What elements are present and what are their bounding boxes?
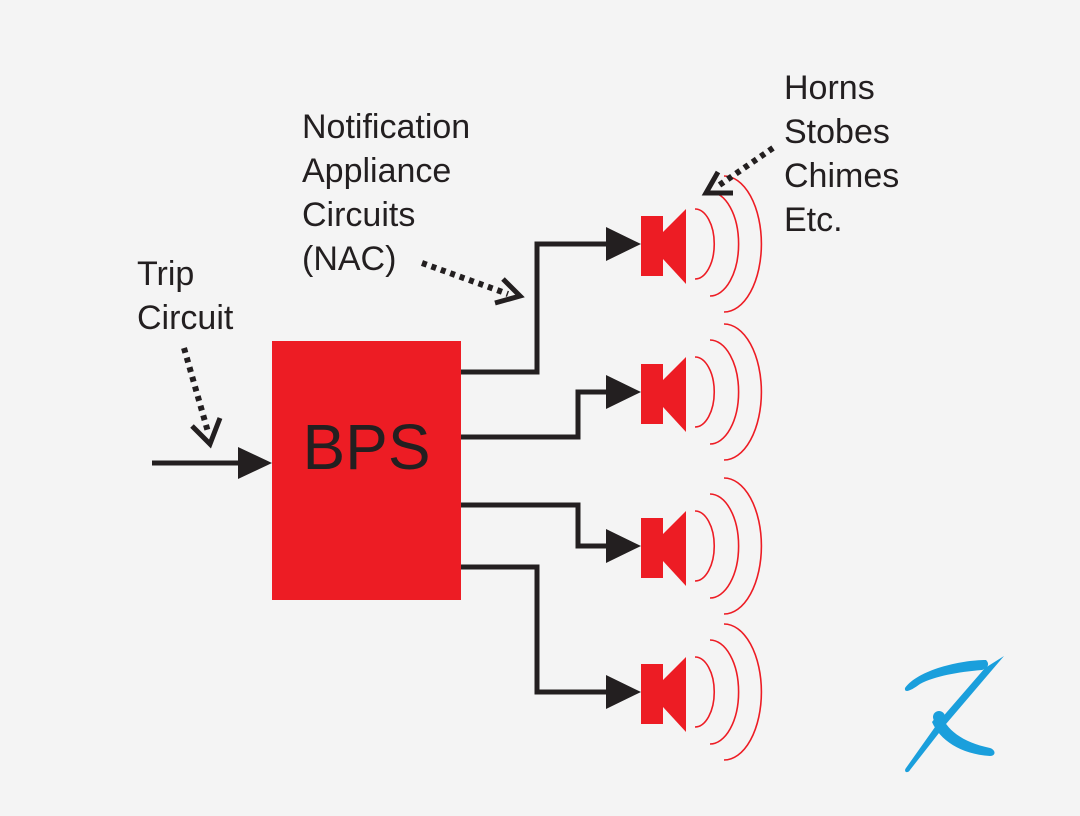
nac-wire (461, 389, 612, 440)
speakers (641, 175, 763, 761)
k-logo-icon (904, 656, 1004, 773)
nac-wire (461, 241, 612, 375)
sound-wave (694, 656, 716, 728)
sound-wave (694, 208, 716, 280)
trip-circuit-label: Trip Circuit (137, 255, 234, 337)
nac-wire (461, 502, 612, 549)
nac-arrowhead (606, 227, 641, 261)
speaker-horn (663, 511, 686, 586)
speaker-icon (641, 477, 763, 615)
bps-label: BPS (302, 411, 431, 483)
nac-arrowhead (606, 375, 641, 409)
sound-wave (709, 639, 740, 745)
bps-box (272, 341, 461, 600)
speaker-horn (663, 657, 686, 732)
sound-wave (709, 191, 740, 297)
sound-wave (694, 356, 716, 428)
speaker-horn (663, 357, 686, 432)
sound-wave (709, 339, 740, 445)
trip-input-arrow (152, 447, 272, 479)
speaker-body (641, 664, 663, 724)
speaker-icon (641, 323, 763, 461)
speaker-body (641, 216, 663, 276)
nac-arrowhead (606, 529, 641, 563)
sound-wave (694, 510, 716, 582)
nac-arrowhead (606, 675, 641, 709)
appliances-pointer-arrow (701, 145, 775, 196)
appliances-label: Horns Stobes Chimes Etc. (784, 69, 900, 239)
trip-pointer-arrow (181, 347, 223, 449)
speaker-horn (663, 209, 686, 284)
speaker-body (641, 518, 663, 578)
sound-wave (723, 175, 763, 313)
sound-wave (709, 493, 740, 599)
sound-wave (723, 623, 763, 761)
sound-wave (723, 477, 763, 615)
nac-wiring (461, 227, 641, 709)
sound-wave (723, 323, 763, 461)
nac-wire (461, 564, 612, 695)
speaker-body (641, 364, 663, 424)
speaker-icon (641, 175, 763, 313)
nac-pointer-arrow (420, 260, 525, 306)
speaker-icon (641, 623, 763, 761)
nac-label: Notification Appliance Circuits (NAC) (302, 108, 471, 278)
